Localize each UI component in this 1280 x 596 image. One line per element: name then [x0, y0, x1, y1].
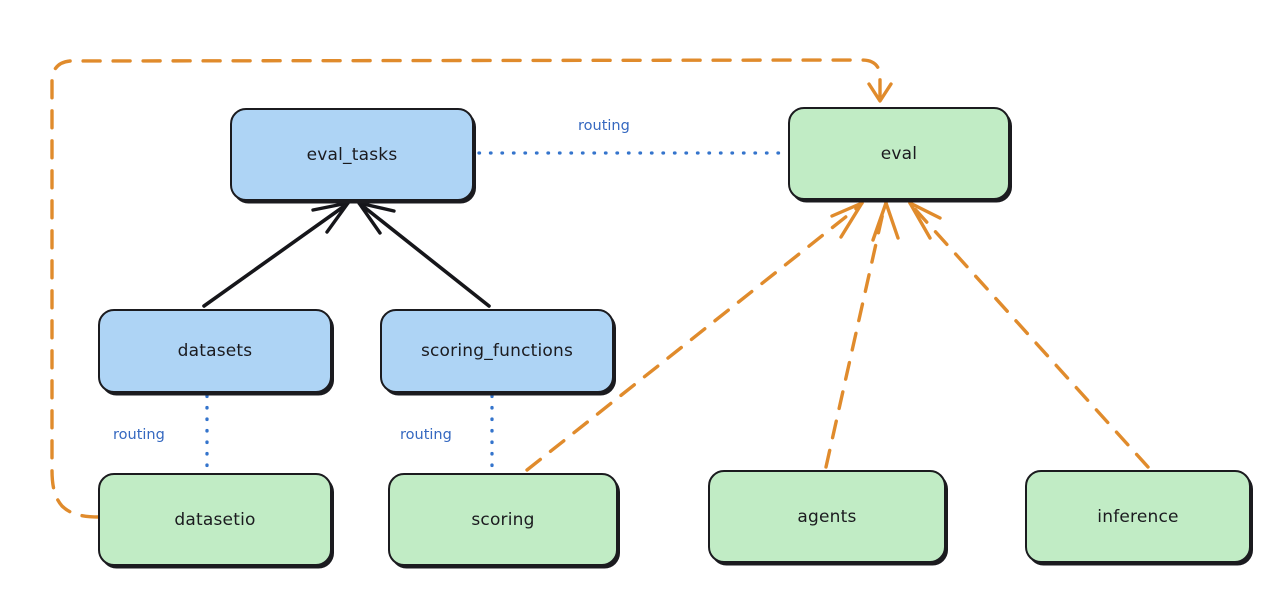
edge-scoring-functions-to-eval-tasks [357, 201, 491, 308]
edge-label-routing-scoring-functions-to-scoring: routing [400, 427, 452, 443]
node-eval-tasks[interactable]: eval_tasks [230, 108, 474, 201]
node-datasets[interactable]: datasets [98, 309, 332, 393]
node-agents-label: agents [797, 506, 857, 527]
node-inference[interactable]: inference [1025, 470, 1251, 563]
node-eval[interactable]: eval [788, 107, 1010, 200]
edge-agents-to-eval [824, 201, 900, 469]
node-datasets-label: datasets [177, 341, 253, 361]
node-scoring-functions-label: scoring_functions [420, 341, 574, 361]
node-scoring-label: scoring [471, 509, 535, 530]
node-inference-label: inference [1097, 506, 1179, 527]
edge-label-routing-eval-tasks-to-eval: routing [578, 118, 630, 134]
edge-inference-to-eval [908, 201, 1150, 469]
node-agents[interactable]: agents [708, 470, 946, 563]
node-eval-tasks-label: eval_tasks [306, 144, 398, 165]
edge-label-routing-datasets-to-datasetio: routing [113, 427, 165, 443]
node-datasetio-label: datasetio [174, 509, 256, 530]
node-scoring-functions[interactable]: scoring_functions [380, 309, 614, 393]
node-eval-label: eval [880, 143, 918, 164]
node-scoring[interactable]: scoring [388, 473, 618, 566]
edge-datasets-to-eval-tasks [202, 201, 350, 308]
node-datasetio[interactable]: datasetio [98, 473, 332, 566]
